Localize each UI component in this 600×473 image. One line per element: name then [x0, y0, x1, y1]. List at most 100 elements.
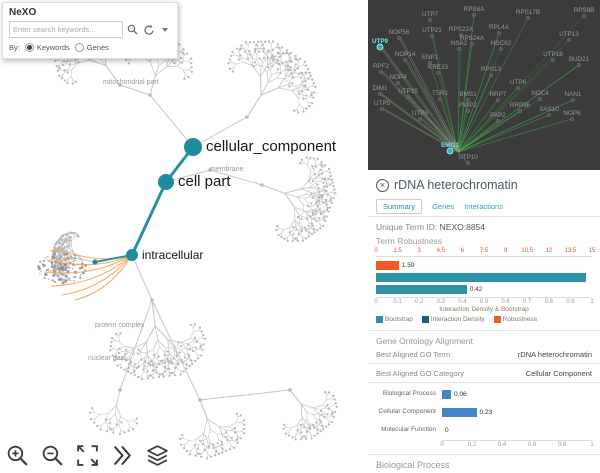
tree-node-dot	[179, 437, 182, 440]
network-edge	[457, 114, 550, 153]
close-icon[interactable]: ×	[376, 178, 389, 192]
network-node-label[interactable]: BMS1	[459, 91, 477, 98]
network-node-label[interactable]: UTP9	[372, 38, 389, 45]
network-node-label[interactable]: RRP7	[490, 91, 507, 98]
network-node-label[interactable]: UTP8	[412, 110, 429, 117]
tree-node-dot	[64, 239, 67, 243]
tree-branch	[310, 186, 316, 189]
gene-network-canvas[interactable]: UTP7 RPS8A RPS17B RPS9B NOP56 UTP21 RPS22A RPL4…	[368, 0, 600, 170]
tree-branch	[154, 325, 169, 340]
tree-label-mitochondrial-part[interactable]: mitochondrial part	[103, 79, 159, 86]
network-node-label[interactable]: TSR1	[432, 90, 449, 97]
tree-branch	[60, 241, 64, 243]
tree-node-dot	[202, 333, 205, 337]
tree-branch	[262, 66, 268, 73]
network-node-label[interactable]: PWP2	[459, 102, 477, 109]
network-node-label[interactable]: UTP21	[422, 27, 442, 34]
tree-node-dot	[39, 260, 42, 263]
tree-node-dot	[229, 448, 232, 451]
network-node-label[interactable]: UTP10	[458, 154, 478, 161]
network-node-label[interactable]: UTP7	[422, 11, 439, 18]
tab-genes[interactable]: Genes	[432, 202, 455, 211]
tree-node-dot	[306, 67, 310, 71]
network-node-label[interactable]: NOP56	[389, 29, 410, 36]
network-node-label[interactable]: RPS17B	[516, 9, 540, 16]
zoom-out-button[interactable]	[39, 442, 66, 469]
network-node-label[interactable]: NAN1	[565, 91, 582, 98]
network-node-label[interactable]: RPL4A	[489, 24, 510, 31]
tree-branch	[127, 420, 130, 427]
ontology-tree-panel[interactable]: mitochondrial part membrane protein comp…	[0, 0, 368, 473]
tree-node-dot	[305, 64, 308, 67]
fit-to-screen-button[interactable]	[74, 442, 101, 469]
network-node-label[interactable]: RPS8A	[464, 6, 485, 13]
tree-branch	[67, 64, 72, 70]
robustness-bar-2	[376, 285, 467, 294]
tab-summary[interactable]: Summary	[376, 199, 423, 214]
network-node-label[interactable]: RPS9B	[574, 7, 595, 14]
network-node-label[interactable]: NSA2	[451, 40, 468, 47]
tree-branch	[144, 352, 148, 358]
network-node-label[interactable]: BUD21	[569, 56, 590, 63]
gene-network-panel[interactable]: UTP7 RPS8A RPS17B RPS9B NOP56 UTP21 RPS22A RPL4…	[368, 0, 600, 170]
network-node-label[interactable]: SAS10	[539, 106, 559, 113]
tree-branch	[210, 428, 218, 435]
network-node-label[interactable]: KRE33	[428, 64, 448, 71]
tree-node-dot	[171, 371, 174, 375]
network-node-label[interactable]: DIM1	[372, 85, 388, 92]
network-node-label[interactable]: HSC82	[491, 40, 512, 47]
radio-keywords[interactable]: Keywords	[24, 43, 70, 52]
tree-node-dot	[307, 235, 310, 238]
node-cellular-component[interactable]	[184, 138, 202, 156]
tree-branch	[71, 258, 82, 263]
node-cell-part[interactable]	[158, 174, 174, 190]
tree-node-dot	[179, 56, 183, 59]
network-node-label[interactable]: NOC4	[531, 90, 549, 97]
tree-node-dot	[319, 211, 323, 215]
tree-node-dot	[112, 431, 115, 434]
radio-keywords-circle[interactable]	[24, 43, 34, 52]
network-node-label[interactable]: RPS22A	[449, 26, 474, 33]
tree-branch	[131, 254, 153, 301]
tree-branch	[122, 356, 130, 360]
network-node-label[interactable]: UTP15	[398, 88, 418, 95]
network-node-label[interactable]: NOP14	[395, 51, 416, 58]
tree-label-membrane[interactable]: membrane	[210, 166, 244, 173]
tree-node-dot	[137, 353, 140, 356]
tree-node-dot	[65, 245, 69, 248]
node-label-cellular-component[interactable]: cellular_component	[206, 138, 337, 155]
tree-label-nuclear-part[interactable]: nuclear part	[88, 355, 125, 362]
bottom-axis-tick: 0	[374, 299, 378, 305]
refresh-icon[interactable]	[142, 23, 155, 36]
caret-down-icon[interactable]	[158, 23, 171, 36]
network-node-label[interactable]: ENP1	[422, 54, 439, 61]
network-node-label[interactable]: UTP13	[559, 31, 579, 38]
radio-genes-circle[interactable]	[74, 43, 84, 52]
node-label-intracellular[interactable]: intracellular	[142, 248, 204, 262]
network-node-label[interactable]: NOP4	[389, 74, 407, 81]
tree-node-dot	[289, 56, 292, 59]
tab-interactions[interactable]: Interactions	[464, 202, 503, 211]
network-node-label[interactable]: RRP36	[510, 102, 531, 109]
node-intracellular[interactable]	[126, 249, 138, 261]
tree-label-protein-complex[interactable]: protein complex	[95, 322, 145, 329]
network-node-label[interactable]: UTP6	[510, 79, 527, 86]
network-node-label[interactable]: RPF2	[373, 63, 390, 70]
node-label-cell-part[interactable]: cell part	[178, 173, 231, 190]
network-node-label[interactable]: UTP18	[543, 51, 563, 58]
tree-node-dot	[319, 227, 322, 230]
ontology-tree-canvas[interactable]	[0, 0, 368, 473]
tree-branch	[233, 63, 237, 69]
expand-collapse-button[interactable]	[109, 442, 136, 469]
search-input[interactable]	[9, 21, 123, 38]
network-node-label[interactable]: UTP5	[374, 100, 391, 107]
network-node-label[interactable]: RPS13	[481, 66, 501, 73]
network-node-label[interactable]: NOP6	[563, 110, 581, 117]
network-node-label[interactable]: EMG1	[441, 142, 459, 149]
layers-button[interactable]	[144, 442, 171, 469]
network-node-label[interactable]: RPS24A	[460, 35, 485, 42]
radio-genes[interactable]: Genes	[74, 43, 109, 52]
zoom-in-button[interactable]	[4, 442, 31, 469]
network-node-label[interactable]: PAP2	[490, 112, 506, 119]
search-icon[interactable]	[126, 23, 139, 36]
